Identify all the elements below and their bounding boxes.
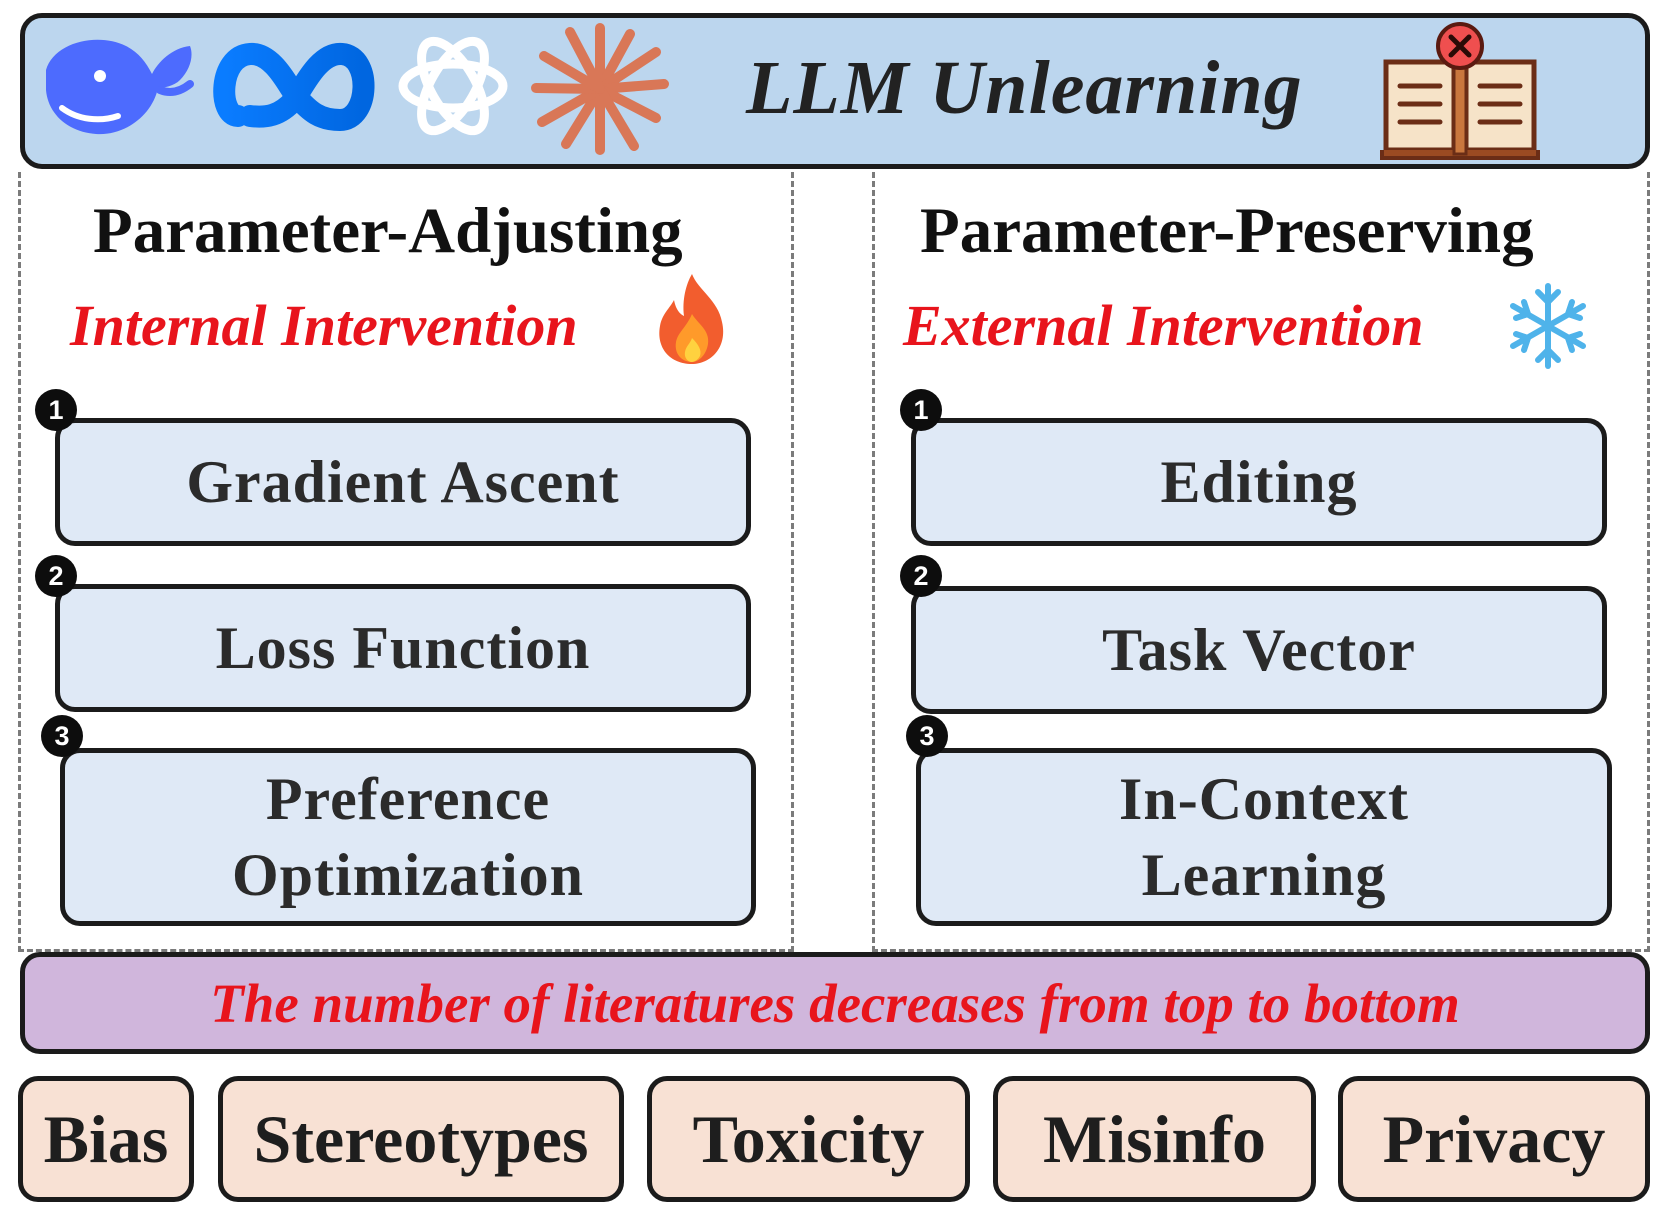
method-label-line-1: In-Context [1119, 766, 1409, 832]
method-editing: Editing [911, 418, 1607, 546]
banner-text: The number of literatures decreases from… [210, 972, 1460, 1034]
tag-misinfo: Misinfo [993, 1076, 1316, 1202]
method-loss-function: Loss Function [55, 584, 751, 712]
method-gradient-ascent: Gradient Ascent [55, 418, 751, 546]
method-label-line-2: Learning [1141, 842, 1387, 908]
method-label-line-2: Optimization [232, 842, 584, 908]
tag-toxicity: Toxicity [647, 1076, 970, 1202]
number-badge-1: 1 [35, 389, 77, 431]
claude-starburst-logo [530, 22, 670, 161]
snowflake-icon [1504, 282, 1592, 375]
number-badge-1: 1 [900, 389, 942, 431]
number-badge-2: 2 [35, 555, 77, 597]
parameter-preserving-column [872, 172, 1650, 952]
number-badge-3: 3 [906, 715, 948, 757]
open-book-with-x-icon [1380, 22, 1540, 167]
column-heading-parameter-preserving: Parameter-Preserving [920, 195, 1534, 267]
tag-privacy: Privacy [1338, 1076, 1650, 1202]
number-badge-2: 2 [900, 555, 942, 597]
page-title: LLM Unlearning [746, 46, 1303, 130]
method-label: Gradient Ascent [186, 449, 620, 515]
tag-bias: Bias [18, 1076, 194, 1202]
tag-stereotypes: Stereotypes [218, 1076, 624, 1202]
method-task-vector: Task Vector [911, 586, 1607, 714]
openai-knot-logo [388, 24, 518, 153]
method-label: Task Vector [1102, 617, 1416, 683]
parameter-adjusting-column [18, 172, 794, 952]
literature-trend-banner: The number of literatures decreases from… [20, 952, 1650, 1054]
internal-intervention-label: Internal Intervention [70, 293, 578, 358]
meta-infinity-logo [210, 30, 380, 147]
fire-icon [652, 270, 732, 371]
method-preference-optimization: Preference Optimization [60, 748, 756, 926]
method-label: Editing [1160, 449, 1358, 515]
external-intervention-label: External Intervention [903, 293, 1424, 358]
method-label-line-1: Preference [265, 766, 551, 832]
method-in-context-learning: In-Context Learning [916, 748, 1612, 926]
deepseek-whale-logo [40, 28, 200, 149]
number-badge-3: 3 [41, 715, 83, 757]
column-heading-parameter-adjusting: Parameter-Adjusting [93, 195, 683, 267]
method-label: Loss Function [215, 615, 591, 681]
